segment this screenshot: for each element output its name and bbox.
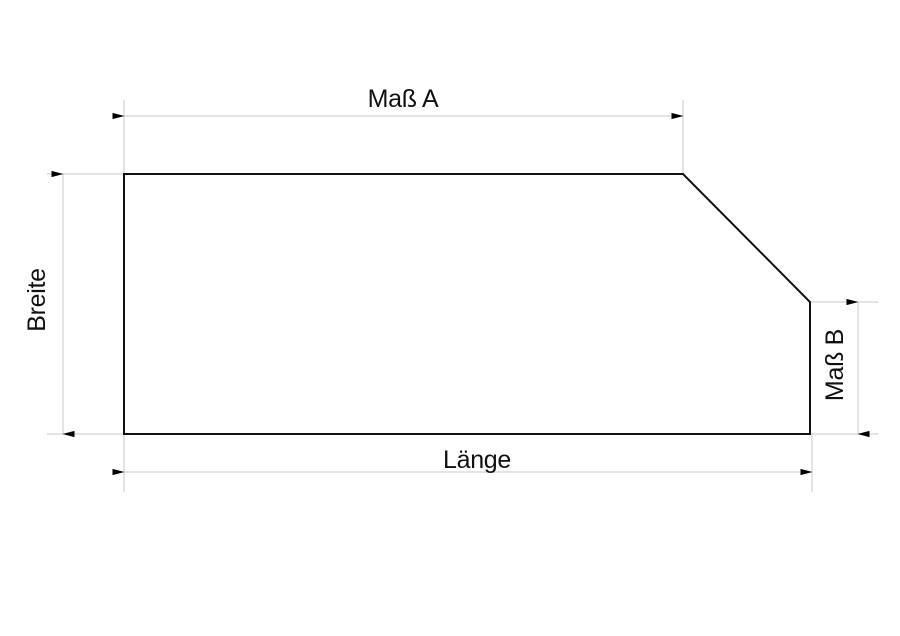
dimension-label-mass-a: Maß A	[368, 85, 439, 113]
dimension-label-breite: Breite	[23, 268, 51, 332]
dimension-label-laenge: Länge	[443, 446, 511, 474]
dimension-lines	[51, 112, 870, 476]
beveled-plate-outline	[123, 173, 811, 435]
dimension-label-mass-b: Maß B	[821, 329, 849, 401]
